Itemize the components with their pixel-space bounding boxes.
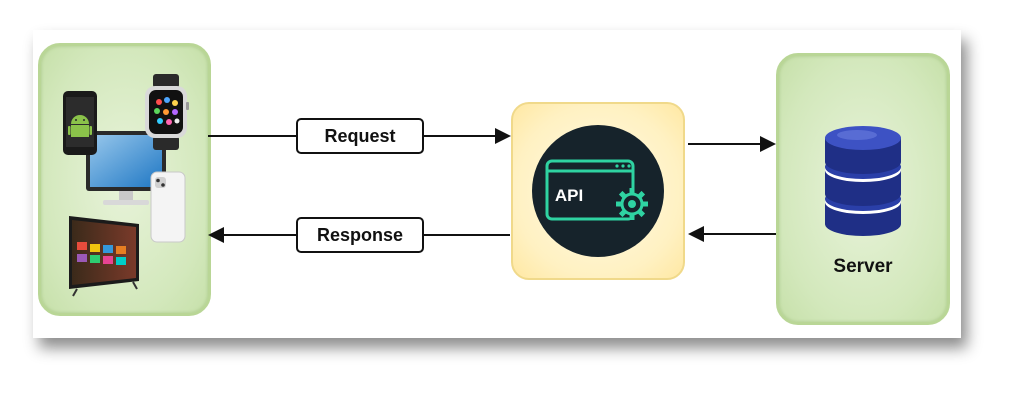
response-label: Response [296,217,424,253]
server-label: Server [833,256,893,277]
api-gear-icon: API [532,125,664,257]
monitor-icon [86,131,166,205]
smart-tv-icon [69,216,139,297]
api-panel: API [511,102,685,280]
android-phone-icon [63,91,97,155]
api-label: API [555,186,583,205]
client-panel [38,43,211,316]
server-panel: Server [776,53,950,325]
smartwatch-icon [145,74,189,150]
database-icon [825,126,901,236]
iphone-icon [150,171,186,243]
request-label: Request [296,118,424,154]
